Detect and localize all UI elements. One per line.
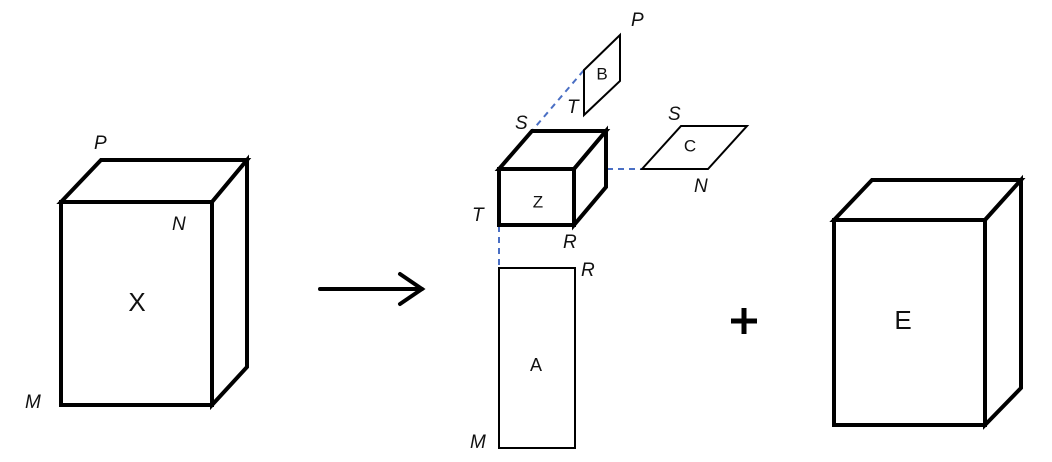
core-z-label-r: R: [563, 232, 577, 253]
core-z-label: Z: [533, 192, 543, 211]
factor-b: B: [583, 32, 621, 118]
residual-e-side-face: [983, 174, 1023, 430]
factor-b-label-t: T: [567, 97, 580, 118]
cube-x-side-face: [210, 154, 249, 411]
factor-c-label-n: N: [694, 176, 708, 197]
core-z-label-t: T: [472, 205, 485, 226]
plus-icon: [731, 308, 757, 334]
factor-c-label: C: [684, 136, 696, 155]
core-z-label-s: S: [515, 113, 528, 134]
core-z-front-face: [497, 167, 576, 227]
cube-x-label-n: N: [172, 214, 186, 235]
factor-c: C: [639, 125, 750, 170]
core-z: Z: [494, 125, 611, 231]
residual-e-front-face: [832, 218, 987, 427]
factor-c-label-s: S: [668, 104, 681, 125]
factor-a-shape: [498, 267, 576, 449]
residual-e-label: E: [894, 305, 911, 335]
factor-a: A: [498, 267, 576, 449]
factor-a-label: A: [530, 355, 542, 375]
cube-x: X: [56, 154, 252, 411]
cube-x-front-face: [59, 200, 214, 407]
right-arrow-icon: [318, 272, 426, 306]
factor-a-label-m: M: [470, 432, 486, 453]
cube-x-label-m: M: [25, 392, 41, 413]
residual-e: E: [829, 174, 1026, 430]
cube-x-label: X: [128, 287, 145, 317]
factor-b-label: B: [596, 64, 607, 83]
factor-c-shape: [639, 125, 750, 170]
factor-b-label-p: P: [631, 10, 644, 31]
factor-a-label-r: R: [581, 260, 595, 281]
factor-b-shape: [583, 32, 621, 118]
cube-x-label-p: P: [94, 133, 107, 154]
